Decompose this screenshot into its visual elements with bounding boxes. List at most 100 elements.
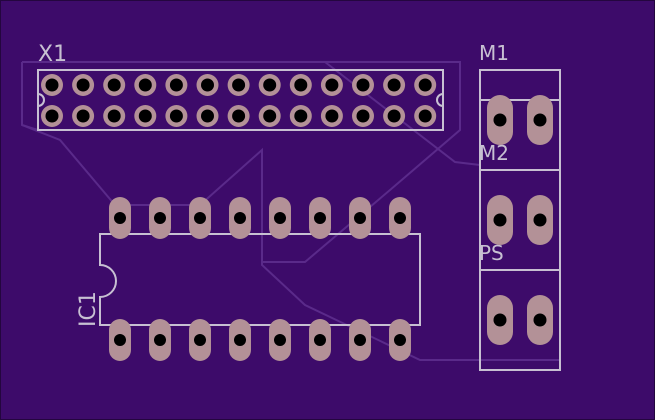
x1-pin bbox=[320, 74, 343, 96]
x1-pin bbox=[352, 74, 374, 96]
x1-pin-drill bbox=[356, 109, 370, 123]
m1-pin bbox=[527, 95, 553, 145]
ic1-pin-drill bbox=[314, 212, 326, 224]
m2-pins bbox=[487, 195, 553, 245]
terminal-m1[interactable]: M1 bbox=[479, 41, 561, 171]
ic1-silkscreen-outline bbox=[99, 233, 421, 326]
ic1-pin bbox=[189, 319, 211, 361]
terminal-ps[interactable]: PS bbox=[479, 241, 561, 371]
x1-pin-drill bbox=[76, 109, 90, 123]
x1-pin-drill bbox=[232, 109, 246, 123]
m1-pin bbox=[487, 95, 513, 145]
x1-pin-drill bbox=[294, 78, 308, 92]
x1-pin bbox=[103, 105, 126, 127]
ic1-pin-drill bbox=[274, 212, 286, 224]
connector-x1[interactable]: X1 bbox=[37, 42, 444, 131]
x1-pin bbox=[165, 74, 188, 96]
ic1-pin-drill bbox=[394, 334, 406, 346]
x1-pin-drill bbox=[294, 109, 308, 123]
x1-pin-drill bbox=[169, 78, 183, 92]
x1-pin-drill bbox=[232, 78, 246, 92]
x1-pin bbox=[289, 74, 312, 96]
m1-label: M1 bbox=[479, 41, 509, 65]
ic1-pin-drill bbox=[394, 212, 406, 224]
x1-pin-drill bbox=[45, 78, 59, 92]
ic1-pin-drill bbox=[154, 212, 166, 224]
x1-pin bbox=[41, 74, 63, 96]
ic1-pins bbox=[109, 197, 411, 361]
ic1-pin-drill bbox=[314, 334, 326, 346]
ic1-pin-drill bbox=[194, 334, 206, 346]
x1-pin bbox=[103, 74, 126, 96]
ic1-pin bbox=[349, 197, 371, 239]
x1-pin bbox=[258, 105, 281, 127]
x1-pin-drill bbox=[263, 78, 277, 92]
x1-pin-drill bbox=[169, 109, 183, 123]
trace-1 bbox=[21, 62, 561, 361]
x1-pin bbox=[227, 105, 250, 127]
ic1-pin-drill bbox=[354, 212, 366, 224]
x1-pin bbox=[258, 74, 281, 96]
trace-2 bbox=[22, 61, 461, 263]
x1-pin-drill bbox=[325, 78, 339, 92]
ps-pins bbox=[487, 295, 553, 345]
x1-pin-drill bbox=[107, 109, 121, 123]
x1-pin-drill bbox=[201, 78, 214, 92]
x1-pin bbox=[414, 105, 437, 127]
x1-pin-drill bbox=[138, 109, 152, 123]
x1-pin-drill bbox=[418, 78, 432, 92]
trace-4 bbox=[21, 124, 39, 131]
ic1-pin bbox=[229, 319, 251, 361]
x1-pin bbox=[352, 105, 374, 127]
ic1-pin bbox=[309, 197, 331, 239]
x1-pin-drill bbox=[263, 109, 277, 123]
ic1-pin bbox=[389, 197, 411, 239]
x1-pin bbox=[196, 74, 219, 96]
ic1-pin-drill bbox=[154, 334, 166, 346]
ic1-pin bbox=[349, 319, 371, 361]
ic1-pin bbox=[309, 319, 331, 361]
x1-notch-right bbox=[436, 93, 444, 107]
ps-pin-drill bbox=[493, 313, 507, 327]
ic1-pin bbox=[269, 197, 291, 239]
ic1-pin bbox=[109, 197, 131, 239]
ic1-pin-drill bbox=[234, 334, 246, 346]
x1-pin bbox=[289, 105, 312, 127]
x1-pin-drill bbox=[201, 109, 214, 123]
ic1-pin bbox=[189, 197, 211, 239]
ic1-pin bbox=[229, 197, 251, 239]
ic1-pin bbox=[109, 319, 131, 361]
x1-pin bbox=[414, 74, 437, 96]
x1-pin bbox=[383, 105, 406, 127]
chip-ic1[interactable]: IC1 bbox=[76, 197, 421, 361]
x1-pin-drill bbox=[138, 78, 152, 92]
x1-pin bbox=[320, 105, 343, 127]
x1-pin bbox=[72, 105, 95, 127]
x1-pin bbox=[134, 74, 157, 96]
m2-pin bbox=[527, 195, 553, 245]
x1-pin-drill bbox=[387, 109, 401, 123]
ic1-pin bbox=[389, 319, 411, 361]
x1-pin bbox=[134, 105, 157, 127]
m1-pin-drill bbox=[533, 113, 547, 127]
ic1-pin bbox=[269, 319, 291, 361]
ic1-pin-drill bbox=[354, 334, 366, 346]
ps-pin-drill bbox=[533, 313, 547, 327]
m2-pin bbox=[487, 195, 513, 245]
ps-label: PS bbox=[479, 241, 504, 265]
x1-pin-drill bbox=[418, 109, 432, 123]
x1-pin bbox=[41, 105, 63, 127]
m2-label: M2 bbox=[479, 141, 509, 165]
ic1-pin bbox=[149, 197, 171, 239]
x1-pin bbox=[165, 105, 188, 127]
x1-pin-drill bbox=[356, 78, 370, 92]
ic1-pin-drill bbox=[274, 334, 286, 346]
x1-pin bbox=[383, 74, 406, 96]
m2-pin-drill bbox=[533, 213, 547, 227]
ic1-label: IC1 bbox=[76, 291, 101, 327]
ic1-pin-drill bbox=[234, 212, 246, 224]
m2-pin-drill bbox=[493, 213, 507, 227]
x1-pin-drill bbox=[325, 109, 339, 123]
terminal-blocks: M1 M2 PS bbox=[479, 41, 561, 371]
